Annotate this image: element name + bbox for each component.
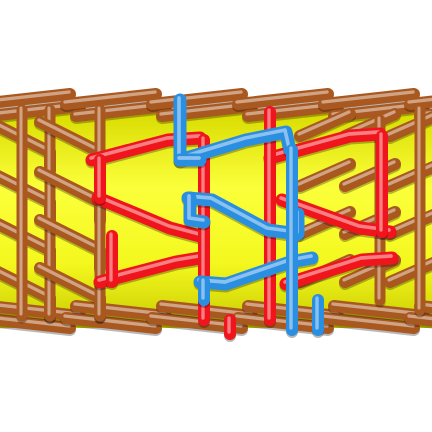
blue-strand xyxy=(173,153,207,169)
blue-strand xyxy=(183,191,211,231)
brown-top-rail xyxy=(146,88,248,112)
blue-vertical-rod xyxy=(286,144,298,338)
brown-top-rail xyxy=(0,88,76,110)
brown-bottom-rail xyxy=(318,312,420,336)
brown-diagonal-rod xyxy=(294,108,356,144)
brown-vertical-rod xyxy=(414,104,426,318)
red-vertical-rod xyxy=(106,230,118,290)
red-vertical-rod xyxy=(264,106,276,328)
blue-strand xyxy=(193,251,319,293)
blue-vertical-rod xyxy=(312,294,324,338)
red-vertical-rod xyxy=(224,314,236,342)
red-vertical-rod xyxy=(94,154,106,206)
brown-bottom-rail xyxy=(60,312,162,336)
brown-diagonal-rod xyxy=(294,158,356,194)
red-vertical-rod xyxy=(376,130,388,240)
red-strand xyxy=(85,131,207,169)
brown-top-rail xyxy=(232,88,334,112)
red-strand xyxy=(91,191,207,245)
blue-strand xyxy=(173,93,297,169)
brown-top-rail xyxy=(318,88,420,112)
red-strand xyxy=(93,251,207,291)
brown-top-rail xyxy=(404,95,432,112)
brown-top-rail xyxy=(60,88,162,112)
brown-vertical-rod xyxy=(16,104,28,324)
front-helix-layer xyxy=(0,93,432,342)
blue-vertical-rod xyxy=(198,276,210,308)
brown-bottom-rail xyxy=(404,312,432,329)
red-strand xyxy=(279,251,399,293)
brown-vertical-rod xyxy=(44,104,56,324)
